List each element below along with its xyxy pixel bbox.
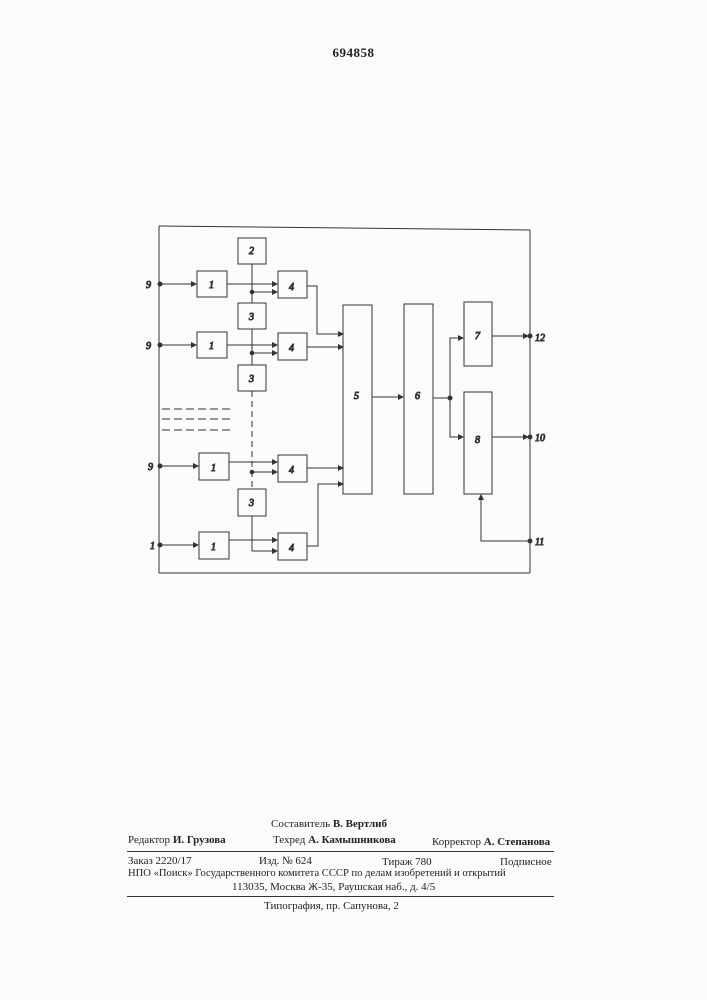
terminal-label: 9	[148, 462, 153, 473]
block-label: 6	[415, 391, 420, 402]
corrector-label: Корректор	[432, 836, 481, 848]
block-label: 4	[289, 465, 294, 476]
terminal-label: 1	[150, 541, 155, 552]
block-label: 3	[248, 498, 254, 509]
techred-name: А. Камышникова	[308, 834, 396, 846]
divider	[127, 896, 554, 897]
divider	[127, 851, 554, 852]
editor-name: И. Грузова	[173, 834, 226, 846]
terminal-dot	[528, 334, 532, 338]
editor-label: Редактор	[128, 834, 170, 846]
block-label: 4	[289, 543, 294, 554]
edition-number: Изд. № 624	[259, 855, 312, 867]
block-label: 1	[211, 463, 216, 474]
block-label: 5	[354, 391, 359, 402]
techred-label: Техред	[273, 834, 305, 846]
block-label: 1	[209, 280, 214, 291]
compiler-line: Составитель В. Вертлиб	[271, 818, 387, 830]
corrector-line: Корректор А. Степанова	[432, 836, 550, 848]
block-label: 2	[249, 246, 254, 257]
terminal-label: 9	[146, 280, 151, 291]
circulation: Тираж 780	[382, 856, 432, 868]
terminal-dot	[528, 539, 532, 543]
terminal-label: 9	[146, 341, 151, 352]
compiler-label: Составитель	[271, 818, 330, 830]
block-label: 4	[289, 282, 294, 293]
block-label: 8	[475, 435, 480, 446]
block-label: 1	[209, 341, 214, 352]
outer-frame	[159, 226, 530, 573]
terminal-label: 12	[535, 333, 545, 344]
block-label: 1	[211, 542, 216, 553]
corrector-name: А. Степанова	[484, 836, 550, 848]
subscription: Подписное	[500, 856, 552, 868]
block-label: 4	[289, 343, 294, 354]
terminal-label: 11	[535, 537, 544, 548]
block-label: 3	[248, 374, 254, 385]
compiler-name: В. Вертлиб	[333, 818, 387, 830]
terminal-label: 10	[535, 433, 545, 444]
dashed-separator	[162, 409, 234, 430]
block-label: 3	[248, 312, 254, 323]
npo-line: НПО «Поиск» Государственного комитета СС…	[128, 868, 506, 879]
address-line: 113035, Москва Ж-35, Раушская наб., д. 4…	[232, 881, 435, 893]
printing-house: Типография, пр. Сапунова, 2	[264, 900, 399, 912]
order-number: Заказ 2220/17	[128, 855, 192, 867]
terminal-dot	[528, 435, 532, 439]
block-label: 7	[475, 331, 481, 342]
techred-line: Техред А. Камышникова	[273, 834, 396, 846]
editor-line: Редактор И. Грузова	[128, 834, 226, 846]
